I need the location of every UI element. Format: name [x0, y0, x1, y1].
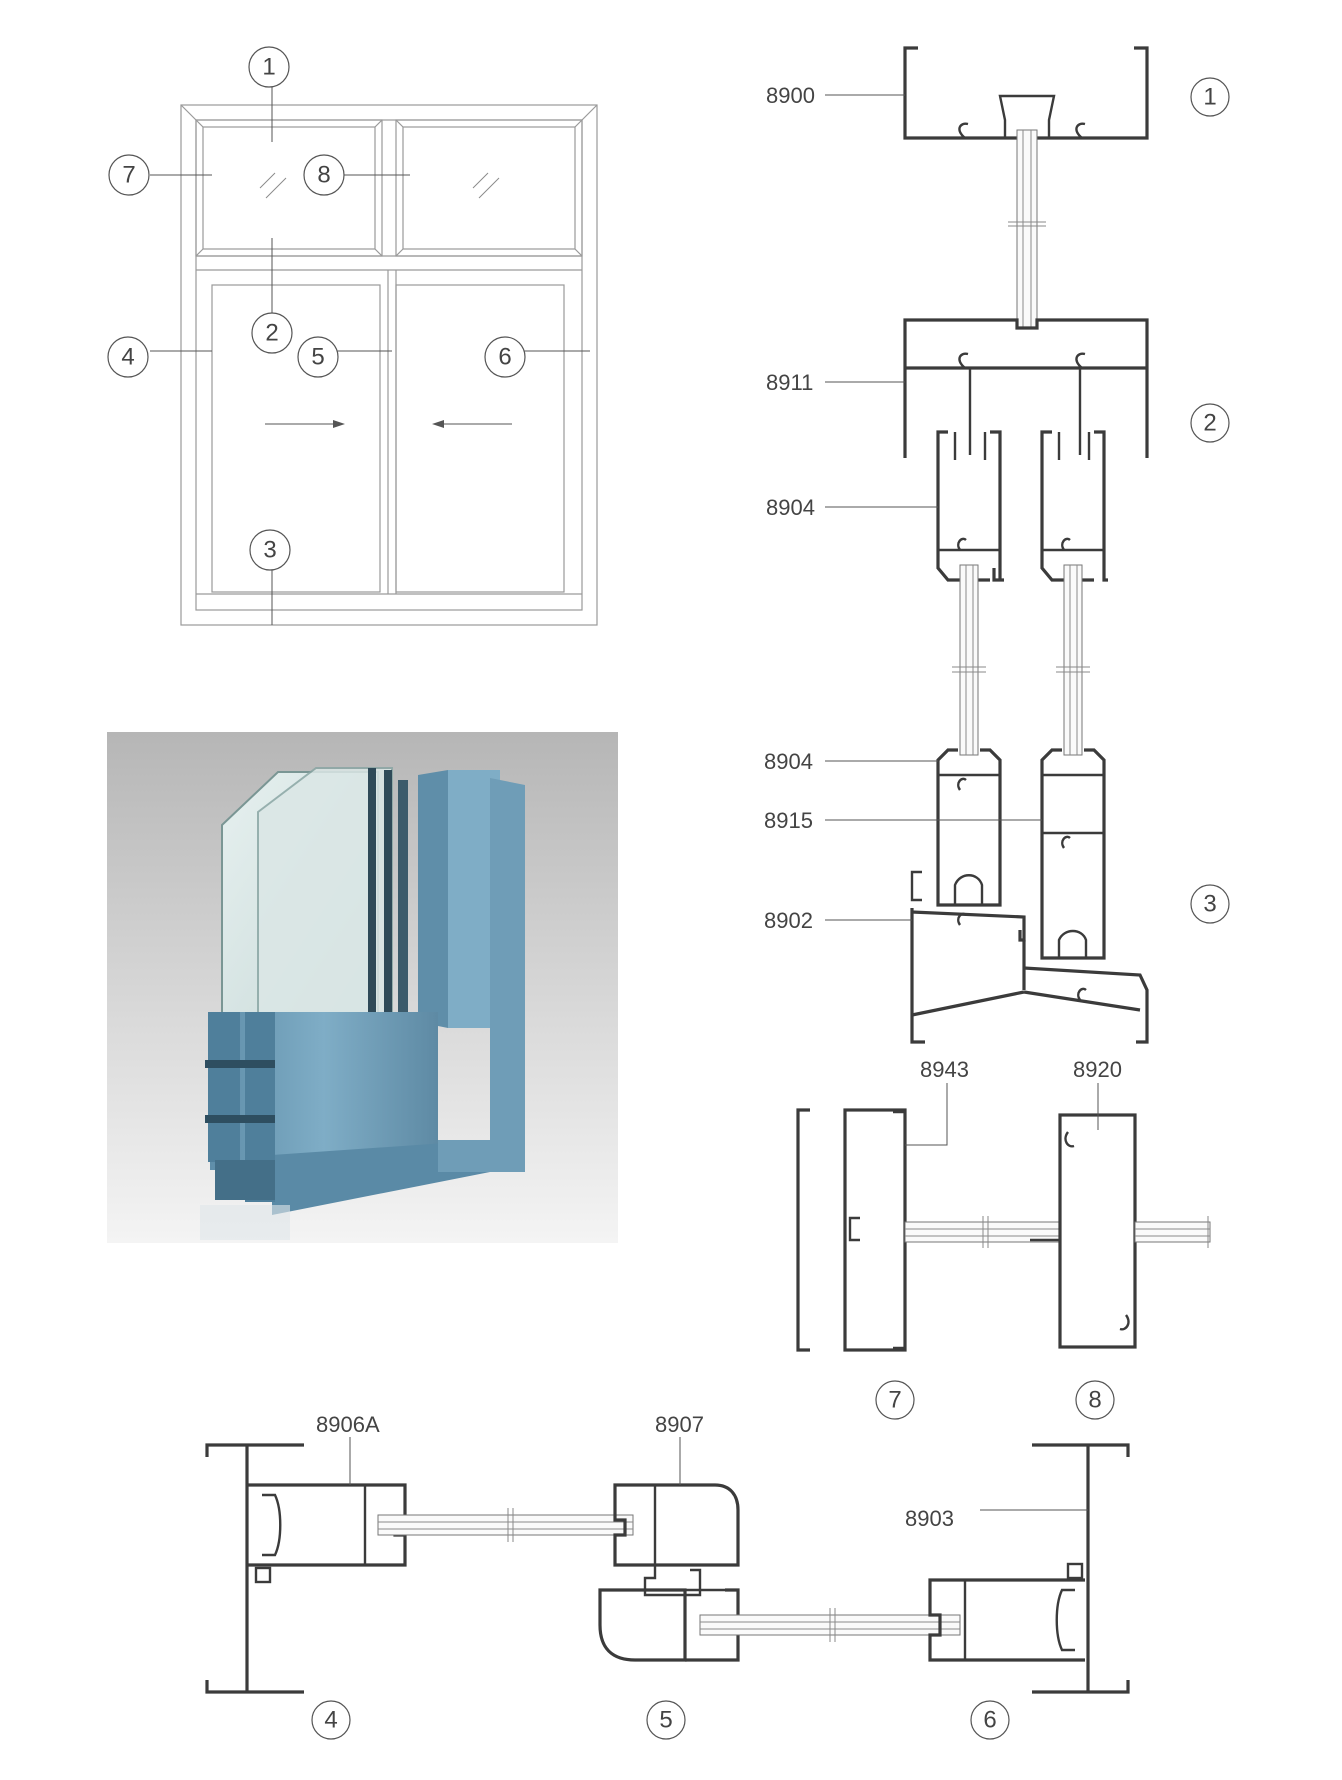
section-callout-3: 3: [1190, 884, 1230, 924]
svg-text:6: 6: [983, 1707, 996, 1734]
svg-text:8904: 8904: [766, 495, 815, 520]
svg-text:4: 4: [121, 344, 134, 371]
section-callout-2: 2: [1190, 403, 1230, 443]
svg-text:5: 5: [659, 1707, 672, 1734]
section-callout-6: 6: [970, 1700, 1010, 1740]
svg-text:8943: 8943: [920, 1057, 969, 1082]
svg-text:8920: 8920: [1073, 1057, 1122, 1082]
svg-text:8: 8: [1088, 1387, 1101, 1414]
code-8903: 8903: [905, 1506, 1088, 1531]
svg-text:7: 7: [122, 162, 135, 189]
elevation-callout-6: 6: [484, 336, 526, 378]
code-8902: 8902: [764, 908, 912, 933]
svg-text:6: 6: [498, 344, 511, 371]
transom-section: [903, 318, 1149, 756]
elevation-callout-4: 4: [107, 336, 149, 378]
svg-text:2: 2: [1203, 410, 1216, 437]
svg-text:8900: 8900: [766, 83, 815, 108]
fixed-section: [796, 1108, 1211, 1352]
head-section: [903, 46, 1149, 329]
section-callout-7: 7: [875, 1380, 915, 1420]
sill-section: [910, 748, 1149, 1044]
elevation-callout-5: 5: [297, 336, 339, 378]
code-8904-bottom: 8904: [764, 749, 938, 774]
svg-text:8911: 8911: [766, 370, 813, 395]
elevation-callout-2: 2: [251, 312, 293, 354]
section-callout-5: 5: [646, 1700, 686, 1740]
code-8911: 8911: [766, 370, 905, 395]
svg-text:8904: 8904: [764, 749, 813, 774]
elevation-callout-7: 7: [108, 154, 150, 196]
svg-text:4: 4: [324, 1707, 337, 1734]
svg-text:8902: 8902: [764, 908, 813, 933]
svg-text:8903: 8903: [905, 1506, 954, 1531]
code-8907: 8907: [655, 1412, 704, 1485]
code-8900: 8900: [766, 83, 905, 108]
svg-text:3: 3: [263, 537, 276, 564]
svg-text:2: 2: [265, 320, 278, 347]
section-callout-8: 8: [1075, 1380, 1115, 1420]
svg-text:1: 1: [1203, 84, 1216, 111]
profile-render-photo: [107, 732, 618, 1243]
svg-text:8906A: 8906A: [316, 1412, 380, 1437]
code-8920: 8920: [1073, 1057, 1122, 1130]
code-8915: 8915: [764, 808, 1042, 833]
elevation-callout-8: 8: [303, 154, 345, 196]
elevation-callout-1: 1: [248, 46, 290, 88]
svg-text:8907: 8907: [655, 1412, 704, 1437]
horizontal-section: [205, 1443, 1130, 1694]
svg-text:1: 1: [262, 54, 275, 81]
code-8906A: 8906A: [316, 1412, 380, 1485]
code-8943: 8943: [905, 1057, 969, 1146]
svg-text:5: 5: [311, 344, 324, 371]
window-elevation: [150, 81, 598, 626]
code-8904-top: 8904: [766, 495, 938, 520]
elevation-callout-3: 3: [249, 529, 291, 571]
svg-text:7: 7: [888, 1387, 901, 1414]
section-callout-4: 4: [311, 1700, 351, 1740]
svg-text:8915: 8915: [764, 808, 813, 833]
svg-text:8: 8: [317, 162, 330, 189]
svg-text:3: 3: [1203, 891, 1216, 918]
section-callout-1: 1: [1190, 77, 1230, 117]
